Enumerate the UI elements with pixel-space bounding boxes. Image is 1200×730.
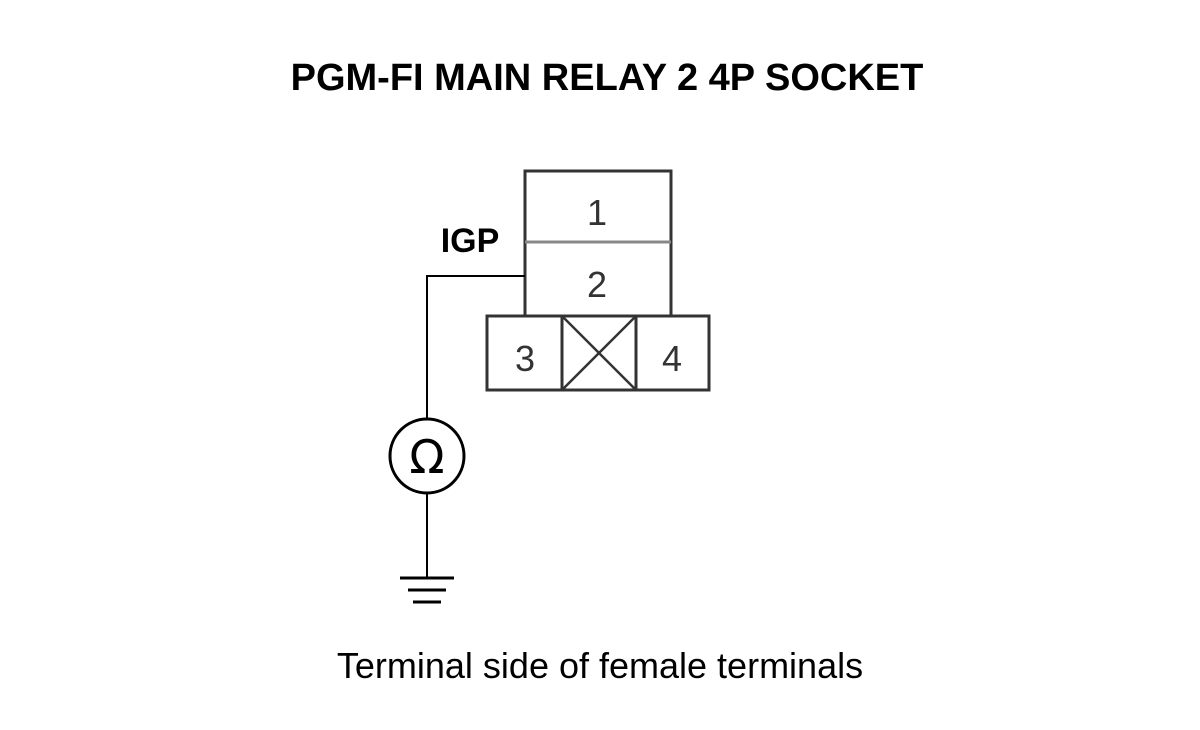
wire-label-igp: IGP: [441, 222, 500, 260]
diagram-title: PGM-FI MAIN RELAY 2 4P SOCKET: [291, 57, 924, 99]
terminal-2-label: 2: [587, 264, 607, 305]
ground-icon: [400, 576, 454, 604]
empty-cavity-x-icon: [561, 315, 637, 391]
terminal-4-label: 4: [662, 338, 682, 379]
test-lead-wire: [426, 275, 525, 420]
terminal-3-label: 3: [515, 338, 535, 379]
terminal-1-label: 1: [587, 192, 607, 233]
diagram-caption: Terminal side of female terminals: [337, 645, 863, 686]
terminal-4-cell: [634, 314, 711, 392]
ohmmeter-icon: Ω: [388, 417, 466, 495]
ohm-symbol: Ω: [409, 430, 444, 484]
